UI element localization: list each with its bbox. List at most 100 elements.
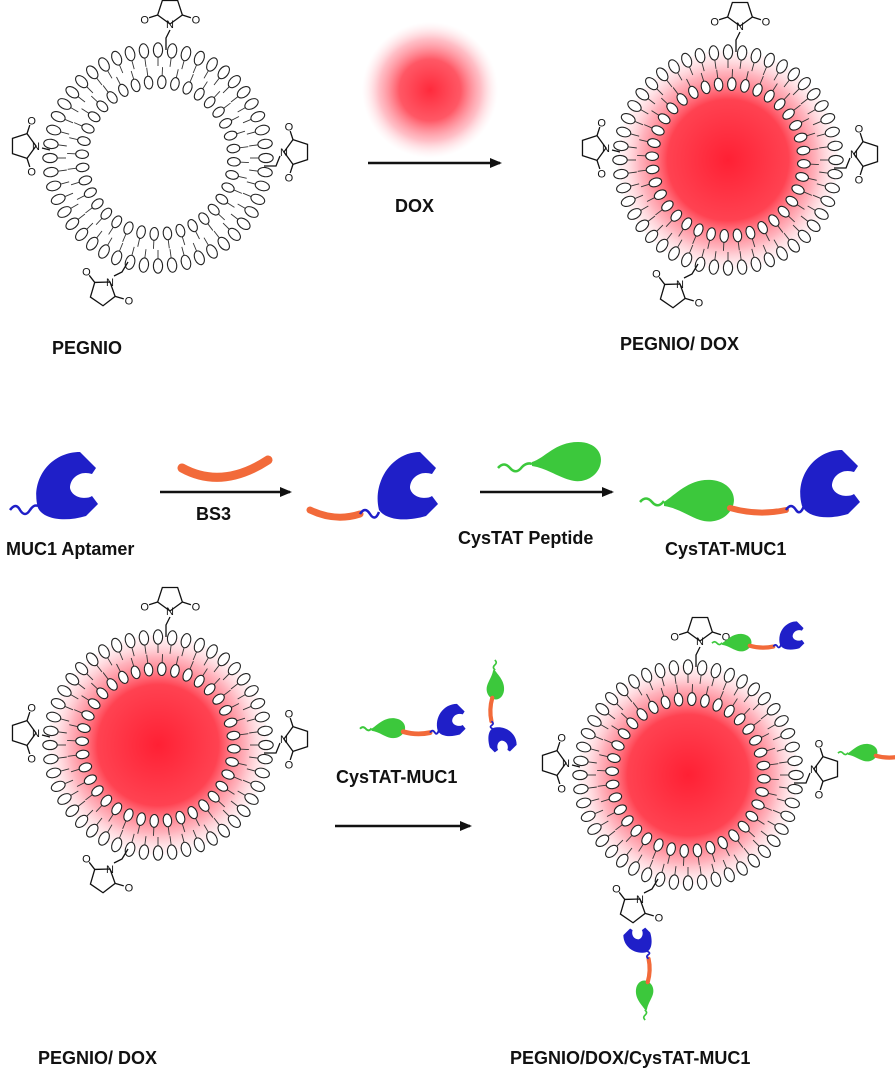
maleimide-group: OON (652, 263, 704, 309)
lipid-head (170, 664, 180, 678)
lipid-head (668, 874, 680, 890)
lipid-head (763, 252, 775, 268)
lipid-head (81, 710, 95, 721)
lipid-head (43, 138, 59, 150)
oxygen-atom: O (762, 16, 771, 28)
lipid-head (806, 88, 821, 101)
lipid-head (653, 189, 667, 200)
lipid-head (722, 44, 734, 60)
lipid-head (733, 713, 746, 726)
lipid-head (696, 874, 708, 890)
lipid-head (753, 747, 768, 758)
lipid-head (654, 663, 666, 679)
lipid-head (787, 67, 800, 82)
label-dox: DOX (395, 196, 434, 216)
oxygen-atom: O (855, 123, 864, 135)
oxygen-atom: O (285, 121, 294, 133)
lipid-head (736, 45, 748, 61)
lipid-head (227, 227, 241, 241)
lipid-head (827, 140, 843, 152)
lipid-head (166, 43, 178, 59)
lipid-head (152, 258, 164, 274)
attached-cystat-muc1 (486, 659, 517, 753)
nitrogen-atom: N (602, 143, 610, 155)
lipid-head (225, 757, 239, 767)
lipid-head (77, 723, 91, 733)
lipid-head (111, 837, 123, 853)
lipid-head (728, 829, 740, 842)
lipid-head (198, 212, 210, 225)
lipid-head (87, 111, 101, 123)
lipid-head (737, 820, 750, 833)
maleimide-group: OON (612, 878, 664, 924)
lipid-head (203, 96, 216, 109)
label-cystat-muc1-product: CysTAT-MUC1 (665, 539, 786, 559)
lipid-head (43, 725, 59, 737)
lipid-head (254, 124, 270, 136)
oxygen-atom: O (695, 297, 704, 309)
label-pegnio: PEGNIO (52, 338, 122, 358)
oxygen-atom: O (27, 702, 36, 714)
attached-cystat-muc1 (623, 927, 654, 1021)
lipid-head (616, 682, 629, 697)
lipid-head (628, 674, 640, 689)
lipid-head (86, 652, 99, 667)
lipid-head (162, 813, 173, 828)
lipid-head (206, 831, 218, 846)
cystat-muc1-conjugate-icon (639, 450, 860, 522)
lipid-head (654, 871, 666, 887)
lipid-head (776, 59, 788, 74)
lipid-head (143, 662, 154, 677)
lipid-head (43, 753, 59, 765)
lipid-head (157, 662, 167, 677)
oxygen-atom: O (612, 883, 621, 895)
nitrogen-atom: N (106, 864, 114, 876)
oxygen-atom: O (140, 601, 149, 613)
lipid-head (65, 217, 80, 230)
lipid-head (681, 52, 693, 68)
lipid-head (613, 140, 629, 152)
lipid-head (820, 195, 836, 207)
lipid-head (736, 259, 748, 275)
lipid-head (123, 808, 134, 822)
lipid-head (635, 219, 650, 232)
lipid-head (75, 749, 90, 760)
lipid-head (206, 644, 218, 659)
lipid-head (124, 633, 136, 649)
lipid-head (152, 629, 164, 645)
lipid-head (576, 797, 592, 809)
lipid-head (46, 124, 62, 136)
lipid-head (226, 157, 241, 167)
lipid-head (723, 867, 735, 883)
lipid-head (75, 162, 90, 173)
lipid-head (50, 111, 66, 123)
lipid-head (750, 48, 762, 64)
oxygen-atom: O (285, 173, 294, 185)
lipid-head (215, 780, 229, 792)
lipid-head (708, 45, 720, 61)
oxygen-atom: O (82, 853, 91, 865)
lipid-head (616, 182, 632, 194)
lipid-head (187, 219, 198, 233)
oxygen-atom: O (125, 295, 134, 307)
label-pegnio-dox-top: PEGNIO/ DOX (620, 334, 739, 354)
oxygen-atom: O (27, 167, 36, 179)
lipid-head (96, 687, 109, 700)
lipid-head (688, 85, 699, 99)
lipid-head (118, 83, 129, 97)
lipid-head (98, 57, 110, 72)
lipid-head (645, 229, 659, 243)
lipid-head (747, 853, 760, 868)
oxygen-atom: O (855, 175, 864, 187)
lipid-head (797, 229, 811, 243)
lipid-head (768, 214, 780, 227)
oxygen-atom: O (597, 169, 606, 181)
oxygen-atom: O (652, 268, 661, 280)
lipid-head (111, 50, 123, 66)
lipid-head (46, 711, 62, 723)
lipid-head (627, 100, 642, 112)
label-bs3: BS3 (196, 504, 231, 524)
lipid-head (795, 172, 809, 182)
